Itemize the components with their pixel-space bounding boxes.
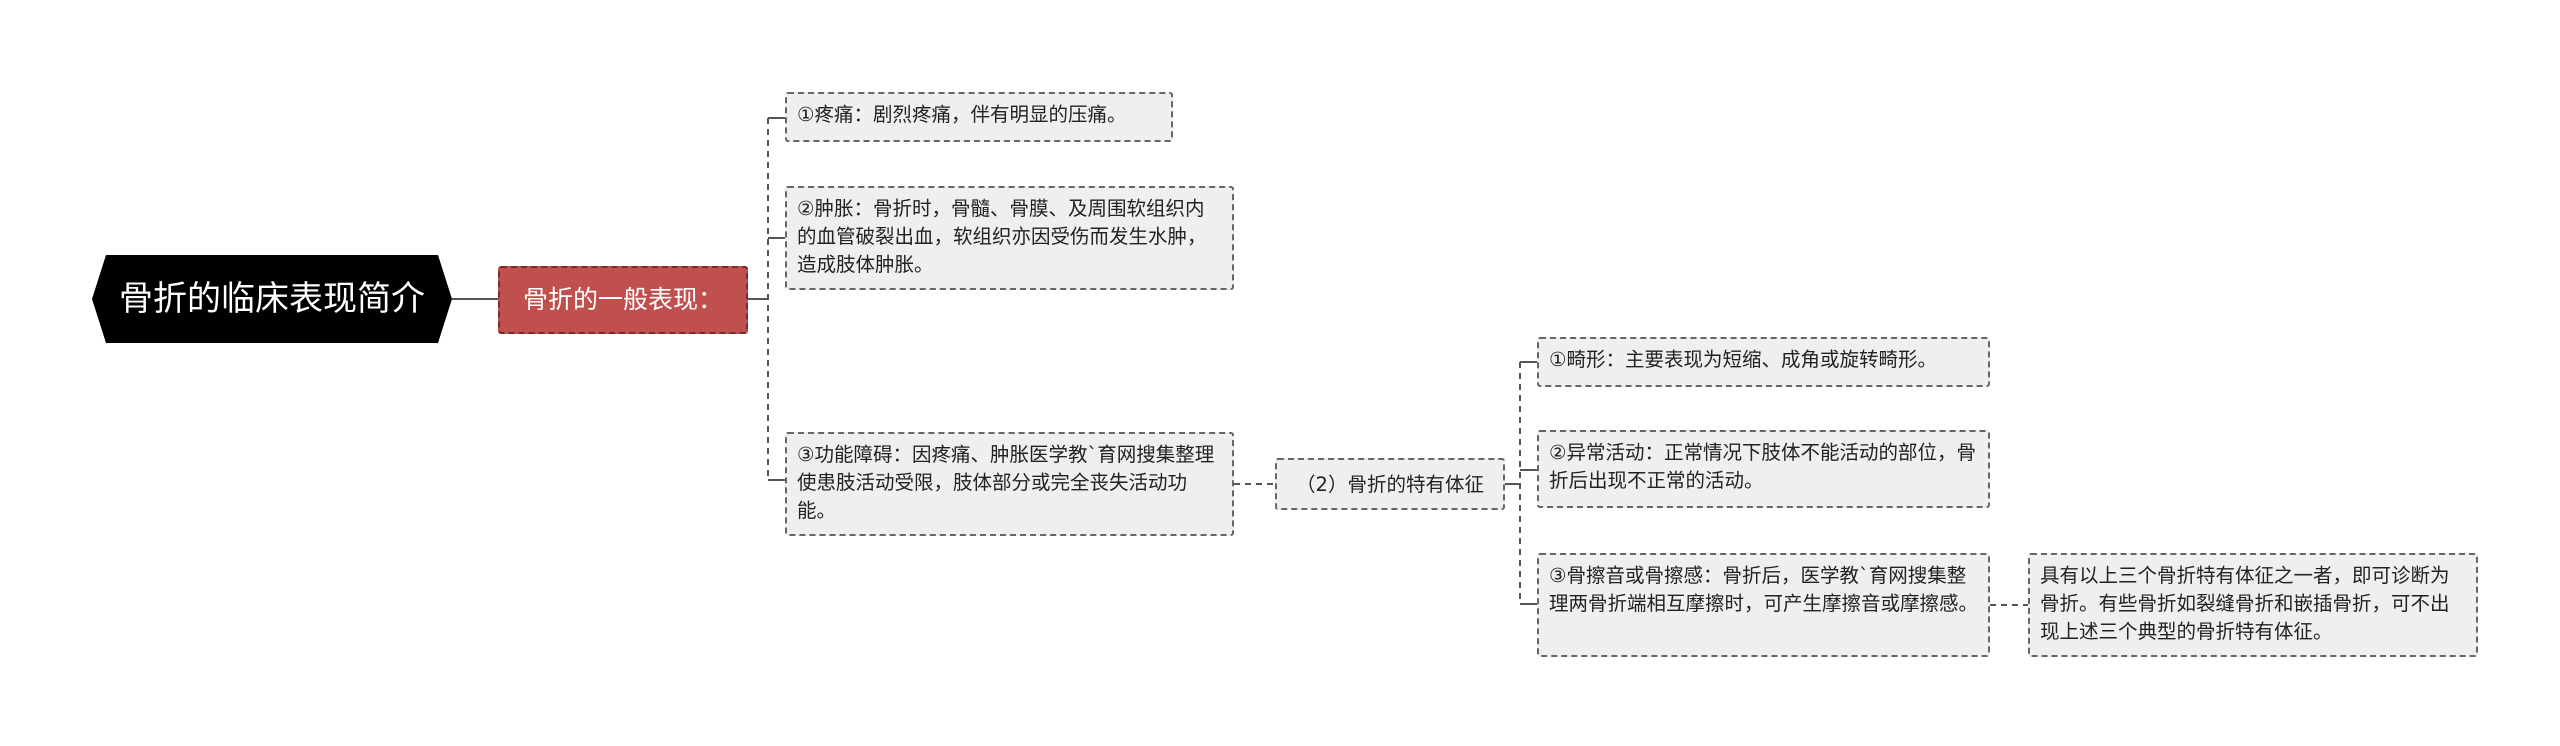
diagnosis-note[interactable]: 具有以上三个骨折特有体征之一者，即可诊断为骨折。有些骨折如裂缝骨折和嵌插骨折，可… (2028, 553, 2478, 657)
general-signs-topic[interactable]: 骨折的一般表现： (498, 266, 748, 334)
specific-signs-topic[interactable]: （2）骨折的特有体征 (1275, 458, 1505, 510)
general-item-dysfunction[interactable]: ③功能障碍：因疼痛、肿胀医学教`育网搜集整理使患肢活动受限，肢体部分或完全丧失活… (785, 432, 1234, 536)
specific-item-deformity[interactable]: ①畸形：主要表现为短缩、成角或旋转畸形。 (1537, 337, 1990, 387)
general-item-swelling[interactable]: ②肿胀：骨折时，骨髓、骨膜、及周围软组织内的血管破裂出血，软组织亦因受伤而发生水… (785, 186, 1234, 290)
specific-item-abnormal-movement[interactable]: ②异常活动：正常情况下肢体不能活动的部位，骨折后出现不正常的活动。 (1537, 430, 1990, 508)
general-item-pain[interactable]: ①疼痛：剧烈疼痛，伴有明显的压痛。 (785, 92, 1173, 142)
root-topic[interactable]: 骨折的临床表现简介 (92, 255, 452, 343)
specific-item-crepitus[interactable]: ③骨擦音或骨擦感：骨折后，医学教`育网搜集整理两骨折端相互摩擦时，可产生摩擦音或… (1537, 553, 1990, 657)
